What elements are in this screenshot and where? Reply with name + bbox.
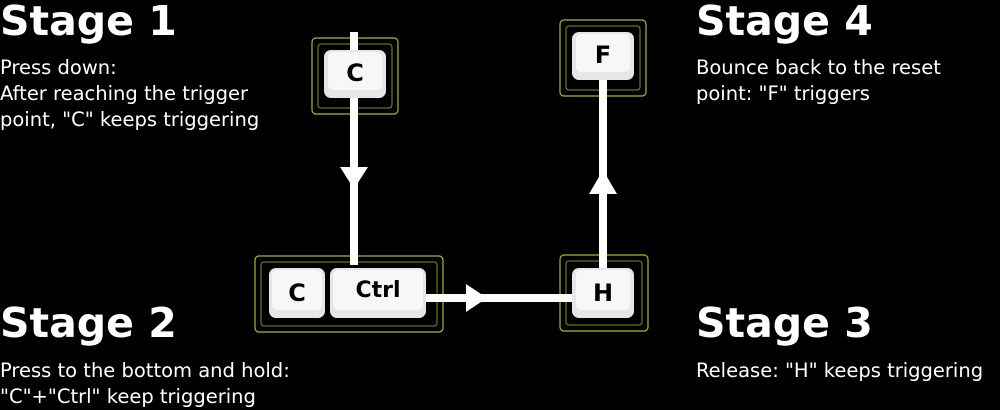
keycap-f-label: F bbox=[595, 41, 611, 69]
stage-1-description: Press down: After reaching the trigger p… bbox=[0, 55, 259, 133]
keycap-h: H bbox=[572, 268, 634, 318]
stage-4-description: Bounce back to the reset point: "F" trig… bbox=[696, 55, 941, 107]
keycap-c-bottom-label: C bbox=[288, 279, 306, 307]
stage-2-block: Stage 2 Press to the bottom and hold: "C… bbox=[0, 303, 290, 410]
arrow-stage3-to-stage4 bbox=[589, 70, 617, 268]
stage-4-block: Stage 4 Bounce back to the reset point: … bbox=[696, 1, 941, 107]
stage-2-title: Stage 2 bbox=[0, 299, 177, 347]
stage-1-line: point, "C" keeps triggering bbox=[0, 108, 260, 131]
stage-2-line: "C"+"Ctrl" keep triggering bbox=[0, 385, 256, 408]
stage-1-line: Press down: bbox=[0, 56, 117, 79]
keycap-f: F bbox=[572, 32, 634, 80]
keycap-c-top-label: C bbox=[346, 59, 364, 87]
keycap-ctrl-label: Ctrl bbox=[355, 278, 400, 303]
stage-2-line: Press to the bottom and hold: bbox=[0, 359, 290, 382]
stage-4-line: Bounce back to the reset bbox=[696, 56, 941, 79]
arrow-stage2-to-stage3 bbox=[425, 284, 580, 312]
stage-4-line: point: "F" triggers bbox=[696, 82, 870, 105]
keycap-h-label: H bbox=[593, 279, 613, 307]
stage-3-title: Stage 3 bbox=[696, 299, 873, 347]
stage-3-block: Stage 3 Release: "H" keeps triggering bbox=[696, 303, 983, 384]
stage-3-line: Release: "H" keeps triggering bbox=[696, 359, 984, 382]
stage-1-title: Stage 1 bbox=[0, 0, 177, 45]
keycap-ctrl: Ctrl bbox=[330, 268, 426, 318]
keycap-c-bottom: C bbox=[269, 268, 325, 318]
stage-4-title: Stage 4 bbox=[696, 0, 873, 45]
stage-1-block: Stage 1 Press down: After reaching the t… bbox=[0, 1, 259, 133]
stage-1-line: After reaching the trigger bbox=[0, 82, 249, 105]
keycap-c-top: C bbox=[324, 50, 386, 98]
stage-2-description: Press to the bottom and hold: "C"+"Ctrl"… bbox=[0, 358, 290, 410]
stage-3-description: Release: "H" keeps triggering bbox=[696, 358, 983, 384]
